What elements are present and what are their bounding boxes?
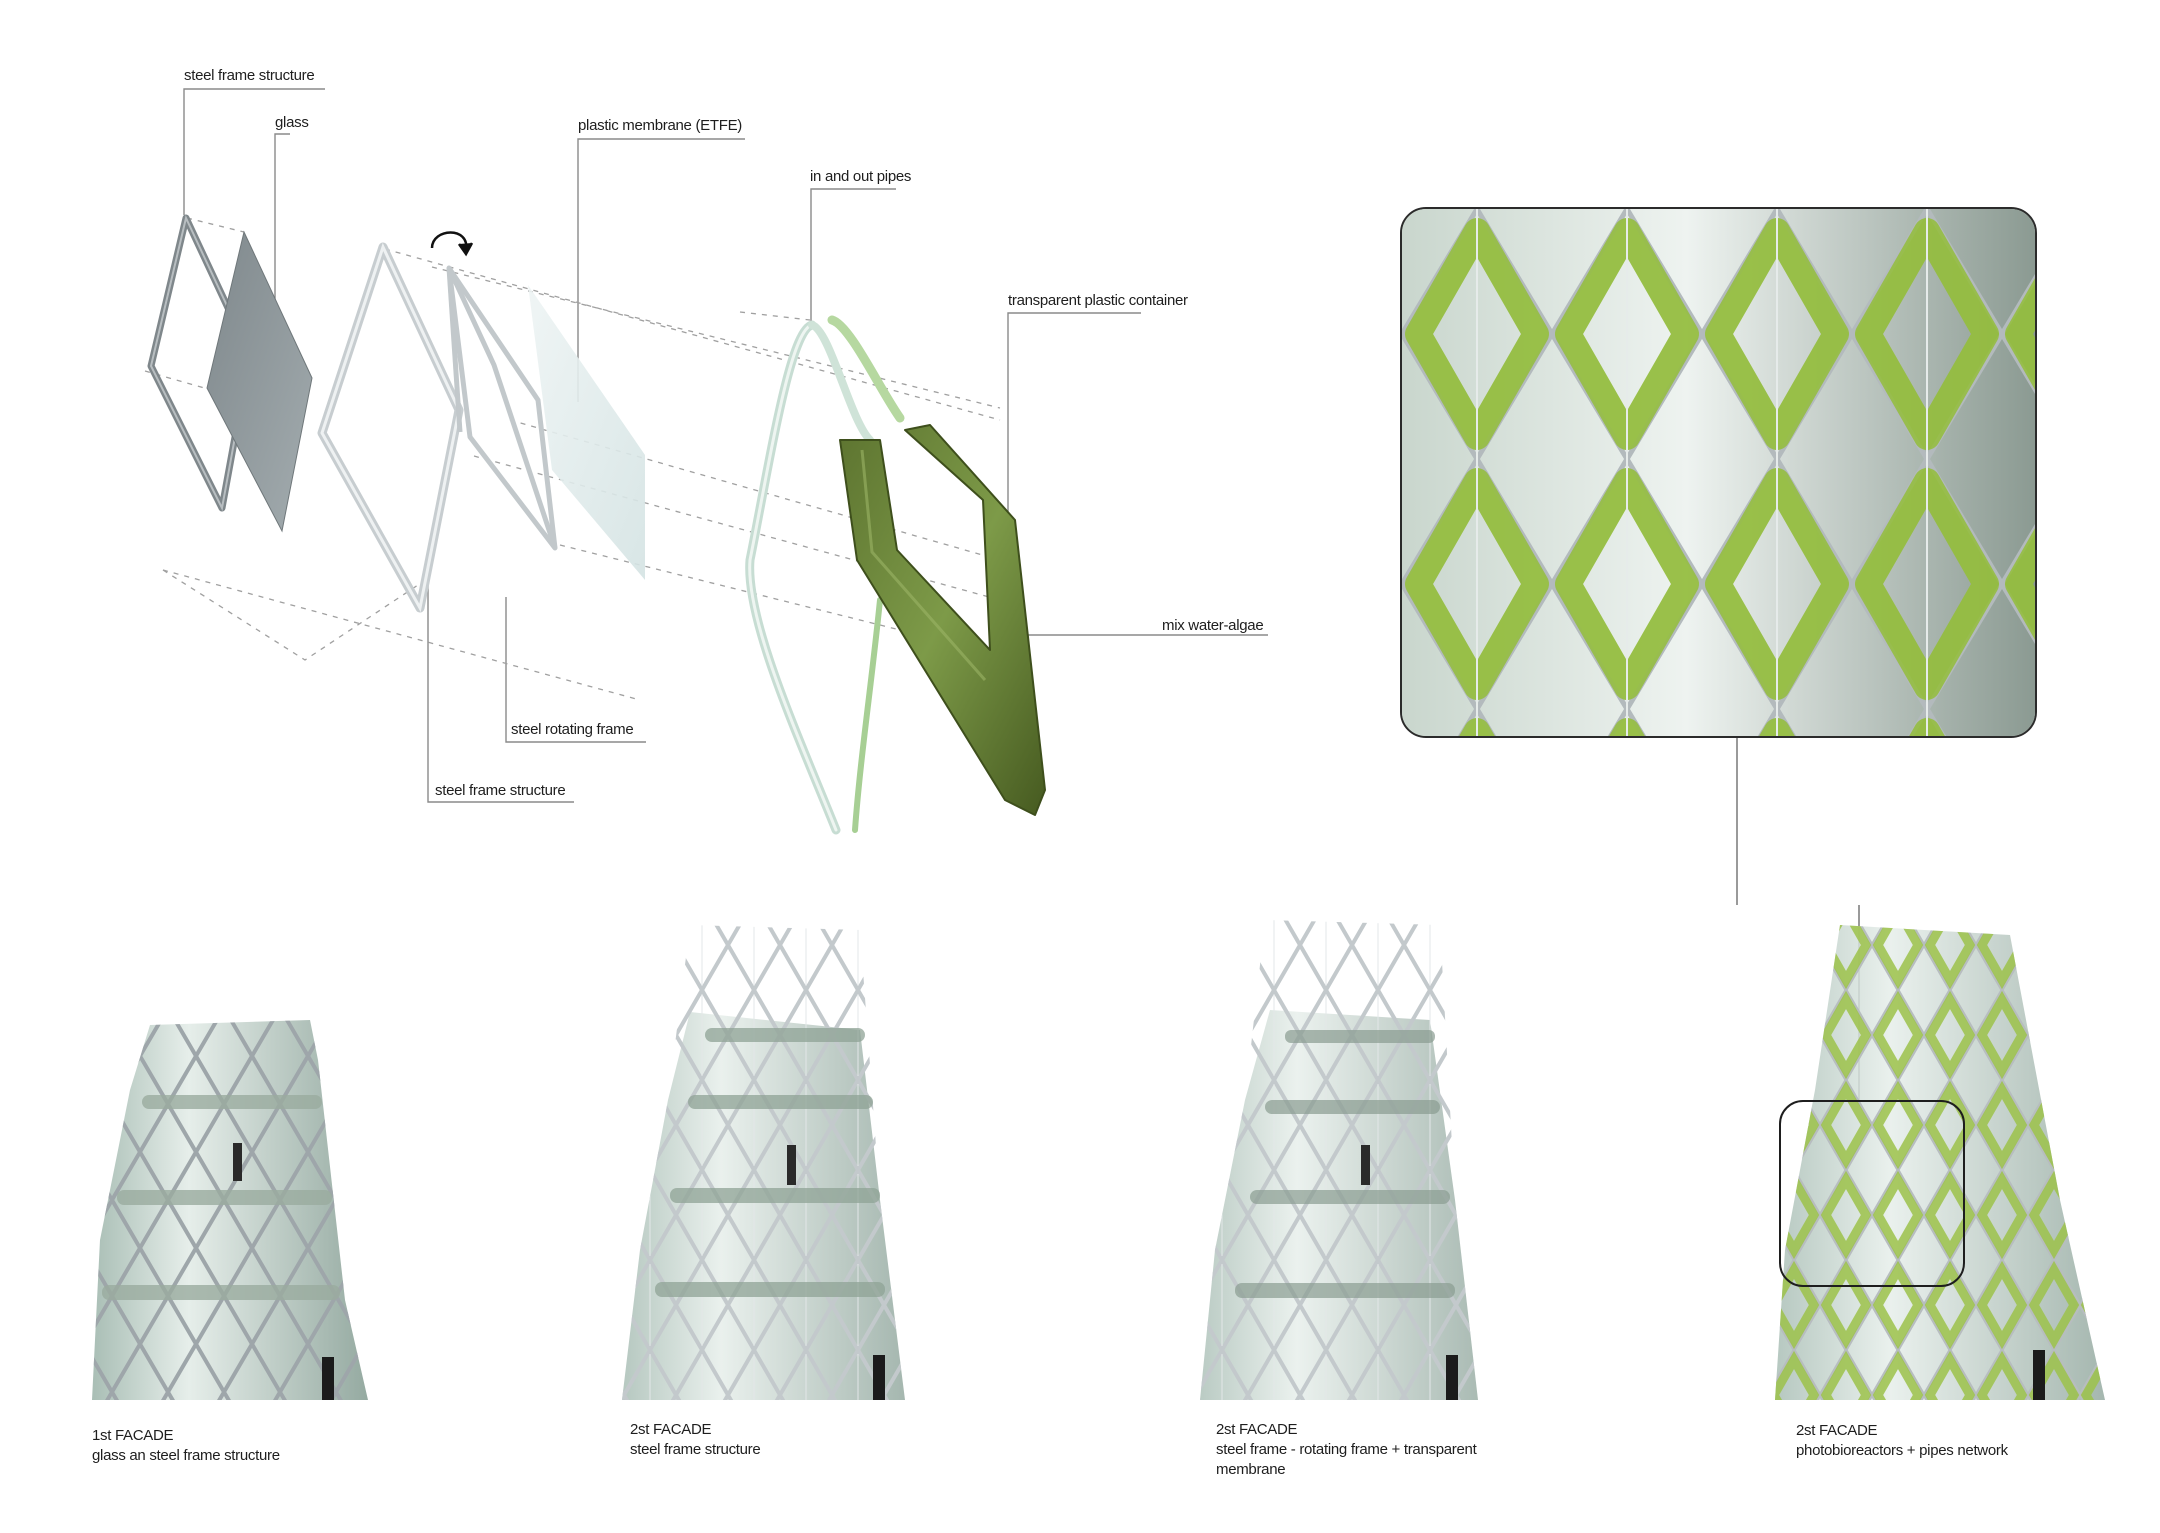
- rotation-arrow-icon: [430, 231, 474, 257]
- label-glass: glass: [275, 114, 309, 131]
- caption-facade-1-title: 1st FACADE: [92, 1427, 174, 1444]
- caption-facade-4-title: 2st FACADE: [1796, 1422, 1878, 1439]
- tower-2-steel-frame: [622, 925, 905, 1400]
- label-mix-water-algae: mix water-algae: [1162, 617, 1264, 634]
- label-in-out-pipes: in and out pipes: [810, 168, 912, 185]
- component-rotating-frame: [446, 265, 558, 551]
- inset-lattice: [1402, 209, 2035, 736]
- detail-highlight-frame: [1779, 1100, 1965, 1287]
- caption-facade-2: 2st FACADE steel frame structure: [630, 1420, 761, 1460]
- label-steel-rotating-frame: steel rotating frame: [511, 721, 634, 738]
- caption-facade-4: 2st FACADE photobioreactors + pipes netw…: [1796, 1421, 2008, 1461]
- component-etfe-membrane: [528, 285, 645, 580]
- caption-facade-1-line-1: glass an steel frame structure: [92, 1447, 280, 1464]
- caption-facade-3-line-1: steel frame - rotating frame + transpare…: [1216, 1441, 1477, 1458]
- person-silhouette: [787, 1145, 796, 1185]
- label-transparent-container: transparent plastic container: [1008, 292, 1188, 309]
- tower-4-photobioreactors: [1775, 925, 2105, 1400]
- caption-facade-1: 1st FACADE glass an steel frame structur…: [92, 1426, 280, 1466]
- caption-facade-3-line-2: membrane: [1216, 1461, 1286, 1478]
- person-silhouette: [1446, 1355, 1458, 1400]
- component-pipes: [745, 315, 905, 835]
- caption-facade-3-title: 2st FACADE: [1216, 1421, 1298, 1438]
- caption-facade-4-line-1: photobioreactors + pipes network: [1796, 1442, 2008, 1459]
- component-algae-container: [839, 424, 1046, 816]
- label-steel-frame-structure-top: steel frame structure: [184, 67, 315, 84]
- person-silhouette: [2033, 1350, 2045, 1400]
- person-silhouette: [233, 1143, 242, 1181]
- tower-1-glass-steel: [92, 1020, 368, 1400]
- detail-inset-photobioreactors: [1400, 207, 2037, 738]
- person-silhouette: [322, 1357, 334, 1400]
- caption-facade-2-title: 2st FACADE: [630, 1421, 712, 1438]
- caption-facade-3: 2st FACADE steel frame - rotating frame …: [1216, 1420, 1477, 1480]
- label-plastic-membrane: plastic membrane (ETFE): [578, 117, 742, 134]
- component-glass-panel: [206, 230, 313, 533]
- component-steel-frame-light: [317, 242, 464, 613]
- person-silhouette: [873, 1355, 885, 1400]
- caption-facade-2-line-1: steel frame structure: [630, 1441, 761, 1458]
- tower-3-rotating-frame-membrane: [1200, 920, 1478, 1400]
- person-silhouette: [1361, 1145, 1370, 1185]
- label-steel-frame-structure-bottom: steel frame structure: [435, 782, 566, 799]
